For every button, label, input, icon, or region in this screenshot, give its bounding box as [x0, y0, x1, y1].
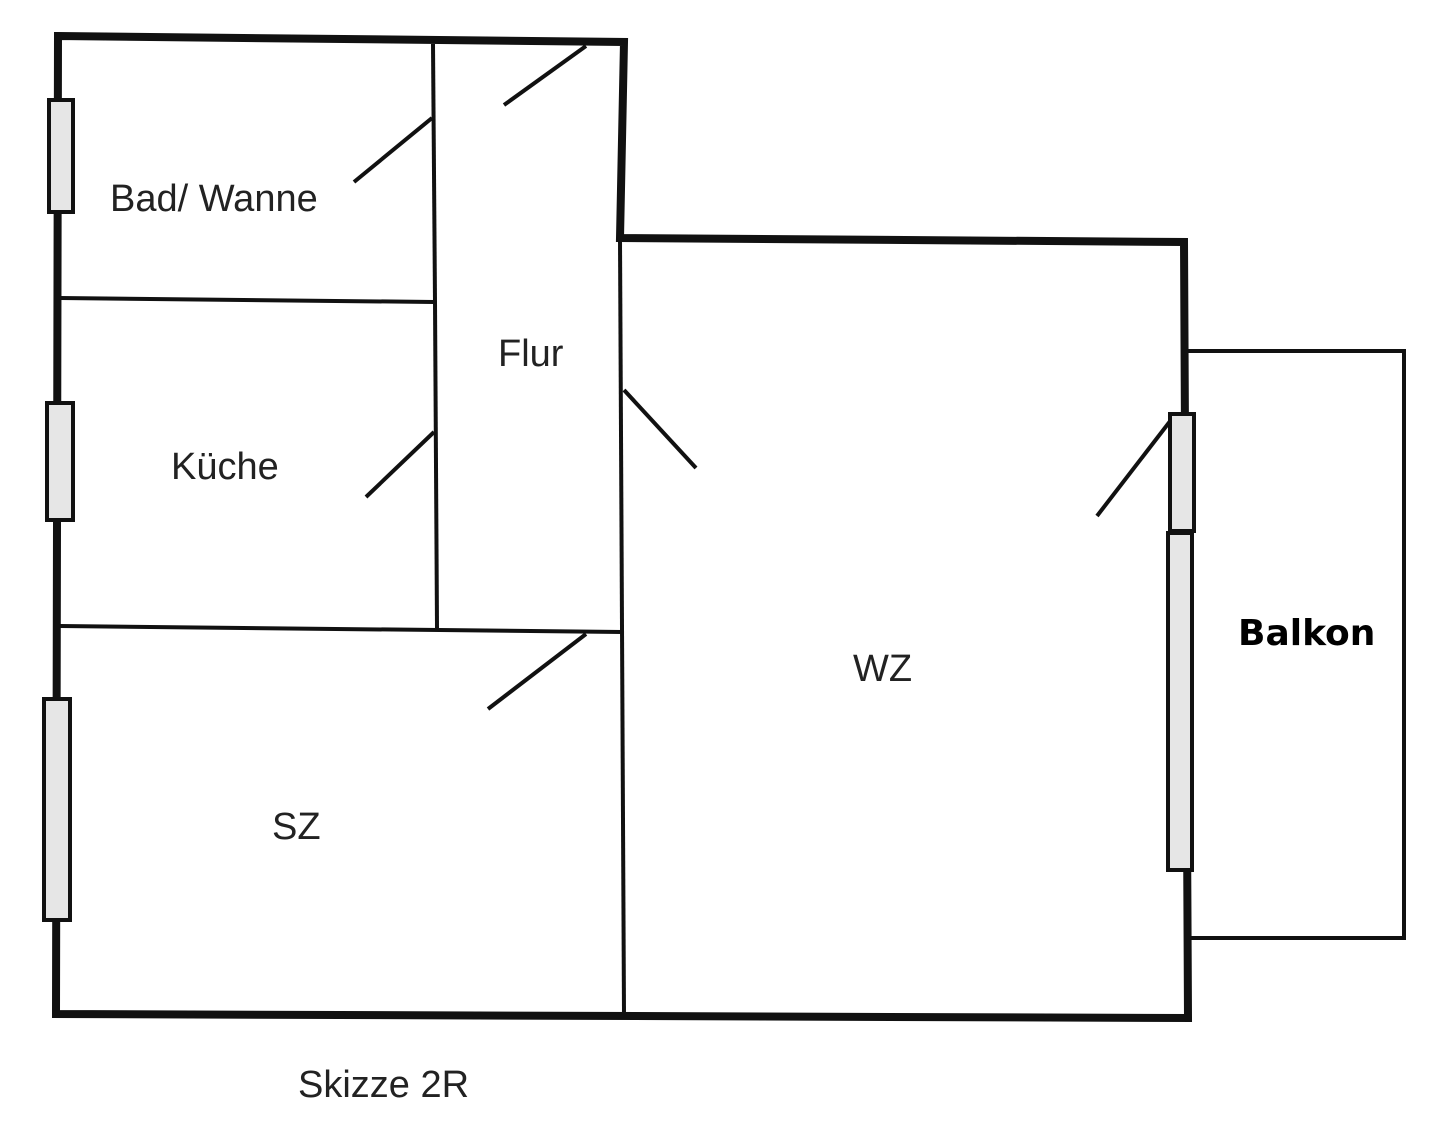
window-balcony-door — [1168, 412, 1196, 533]
door-balcony — [1095, 418, 1173, 518]
room-label-bedroom: SZ — [272, 806, 321, 848]
room-label-balcony: Balkon — [1238, 613, 1376, 654]
window-kitchen — [45, 401, 75, 522]
door-bedroom — [486, 632, 588, 711]
wall-bath-hall — [431, 43, 437, 303]
door-swings — [352, 44, 1173, 711]
room-label-kitchen: Küche — [171, 446, 279, 488]
plan-caption: Skizze 2R — [298, 1064, 470, 1106]
balcony-rail — [1188, 349, 1406, 940]
door-hall-entrance — [502, 44, 588, 107]
wall-bath-kitchen — [59, 296, 435, 304]
room-label-bath: Bad/ Wanne — [110, 178, 318, 220]
room-label-living: WZ — [853, 648, 913, 690]
wall-kitchen-bedroom — [59, 624, 623, 634]
interior-walls — [59, 43, 626, 1015]
wall-hall-living — [618, 239, 626, 1015]
balcony-outline — [1188, 349, 1406, 940]
window-bath — [47, 98, 75, 214]
outer-wall-outline — [51, 31, 1193, 1023]
door-bath — [352, 116, 434, 184]
door-kitchen — [364, 430, 436, 499]
room-label-hall: Flur — [498, 333, 564, 375]
window-bedroom — [42, 697, 72, 922]
door-living — [622, 388, 698, 470]
wall-kitchen-hall — [433, 301, 439, 629]
window-living — [1166, 531, 1194, 872]
windows — [42, 98, 1196, 922]
outer-walls — [51, 31, 1193, 1023]
